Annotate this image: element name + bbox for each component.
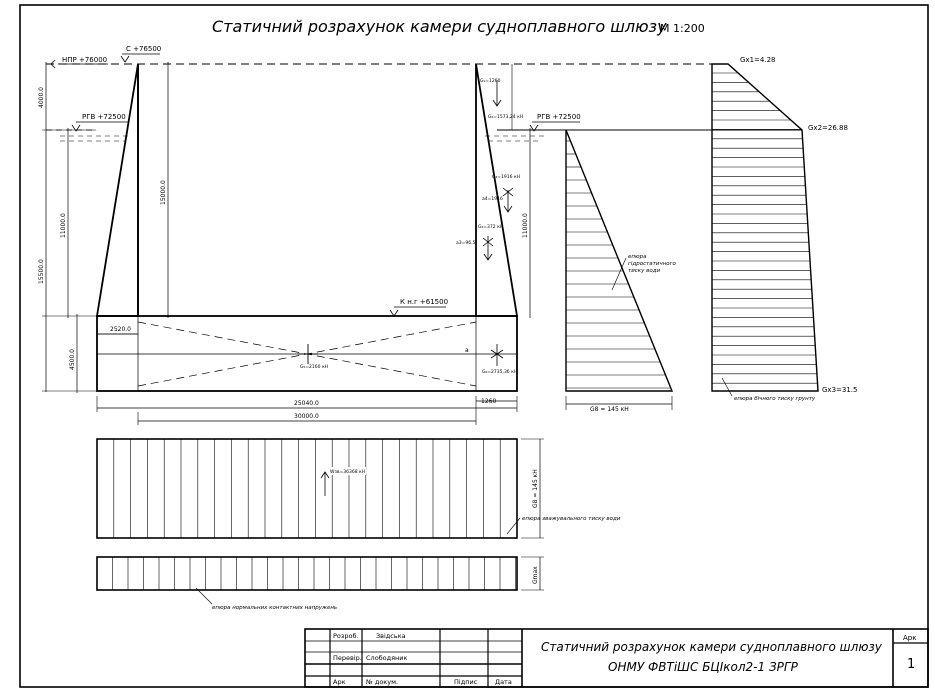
dim-left-mid: 11000.0	[60, 213, 67, 238]
stamp-col-sign: Підпис	[454, 678, 478, 686]
stamp-row1-role: Розроб.	[333, 632, 359, 640]
drawing-scale: М 1:200	[660, 22, 705, 35]
level-npr: НПР +76000	[62, 56, 107, 64]
level-rgv-left-mark	[71, 124, 81, 132]
uplift-leader	[506, 517, 521, 535]
soil-leader	[721, 377, 733, 397]
uplift-value-bg	[328, 467, 366, 475]
soil-pressure-shape	[711, 63, 819, 392]
force-3: G₃=1916 кН	[492, 174, 520, 180]
force-6: a3=96.5	[456, 240, 476, 246]
force-8: G₆=2735,36 кН	[482, 369, 517, 375]
soil-label: епюра бічного тиску грунту	[734, 396, 816, 402]
level-rgv-right-mark	[529, 124, 539, 132]
stamp-row2-name: Слободяник	[366, 654, 408, 662]
stamp-title: Статичний розрахунок камери судноплавног…	[541, 640, 883, 654]
level-npr-mark	[50, 59, 56, 69]
force-cross-8b	[490, 349, 504, 359]
stamp-sheet-number: 1	[907, 657, 915, 672]
stamp-sheet-label: Арк	[903, 634, 916, 642]
dim-base-offset: 2520.0	[110, 326, 131, 333]
uplift-diagram: Wзв=36368 кН G8 = 145 кН епюра зважуваль…	[96, 438, 621, 539]
stamp-frame	[304, 628, 929, 688]
hydro-label: епюра гідростатичного тиску води	[628, 254, 678, 274]
level-rgv-left: РГВ +72500	[82, 113, 126, 121]
force-4: a4=1916	[482, 196, 503, 202]
stamp-col-sheet: Арк	[333, 678, 346, 686]
level-bottom: К н.г +61500	[400, 298, 448, 306]
contact-rect	[96, 556, 518, 591]
force-cross-3b	[502, 187, 514, 197]
contact-hatching	[112, 557, 516, 590]
uplift-value: Wзв=36368 кН	[330, 469, 365, 475]
stamp-col-date: Дата	[495, 678, 512, 686]
level-crest: С +76500	[126, 45, 161, 53]
contact-stress-diagram: Gmax епюра нормальних контактних напруже…	[96, 556, 544, 611]
force-arrow-1-head	[492, 99, 502, 107]
uplift-rect	[96, 438, 518, 539]
title-block: Розроб. Звідська Перевір. Слободяник Арк…	[304, 628, 929, 688]
stamp-col-doc: № докум.	[365, 678, 398, 686]
hydro-base-value: G8 = 145 кН	[590, 406, 629, 413]
lock-cross-section: НПР +76000 С +76500 РГВ +72500 РГВ +7250…	[38, 45, 802, 425]
hydrostatic-triangle	[565, 129, 674, 392]
stamp-row2-role: Перевір.	[333, 654, 362, 662]
hydro-leader	[611, 257, 627, 291]
base-slab	[96, 315, 518, 392]
force-cross-6b	[482, 237, 494, 247]
dim-base-total: 30000.0	[294, 413, 319, 420]
dim-right-toe: 1260	[481, 398, 496, 405]
stamp-org: ОНМУ ФВТіШС БЦІкол2-1 ЗРГР	[608, 660, 799, 674]
level-crest-mark	[120, 55, 130, 63]
contact-side-value: Gmax	[532, 566, 539, 584]
contact-leader	[195, 587, 213, 605]
force-1: G₁=1260	[480, 78, 501, 84]
hydrostatic-diagram: G8 = 145 кН епюра гідростатичного тиску …	[565, 129, 678, 413]
level-bottom-mark	[389, 309, 399, 317]
hydrostatic-hatching	[566, 140, 671, 389]
force-2: G₂=1573,24 кН	[488, 114, 523, 120]
soil-bottom-value: Gx3=31.5	[822, 386, 857, 394]
dim-load-marker: a	[465, 347, 469, 354]
dim-base-inner: 25040.0	[294, 400, 319, 407]
drawing-title: Статичний розрахунок камери судноплавног…	[212, 17, 667, 36]
stamp-row1-name: Звідська	[376, 632, 406, 640]
force-arrow-3-head	[503, 205, 513, 213]
uplift-label: епюра зважувального тиску води	[522, 516, 621, 522]
sheet-frame	[19, 4, 929, 688]
soil-top-value: Gx1=4.28	[740, 56, 775, 64]
soil-pressure-diagram: Gx1=4.28 Gx2=26.88 Gx3=31.5 епюра бічног…	[711, 56, 857, 402]
dim-wall-height: 15000.0	[160, 180, 167, 205]
level-rgv-right: РГВ +72500	[537, 113, 581, 121]
uplift-arrow-head	[320, 471, 330, 479]
force-arrow-6-head	[483, 253, 493, 261]
soil-mid-value: Gx2=26.88	[808, 124, 848, 132]
dim-right-mid: 11000.0	[522, 213, 529, 238]
dim-left-base: 4500.0	[69, 349, 76, 370]
dim-left-total: 15500.0	[38, 259, 45, 284]
uplift-side-value: G8 = 145 кН	[532, 469, 539, 508]
uplift-hatching	[113, 439, 501, 538]
left-wall	[95, 63, 139, 317]
dim-left-top: 4000.0	[38, 87, 45, 108]
contact-label: епюра нормальних контактних напружень	[212, 605, 337, 611]
soil-pressure-hatching	[712, 72, 818, 384]
force-5: G₄=372 кН	[478, 224, 503, 230]
force-7: G₅=2160 кН	[300, 364, 328, 370]
